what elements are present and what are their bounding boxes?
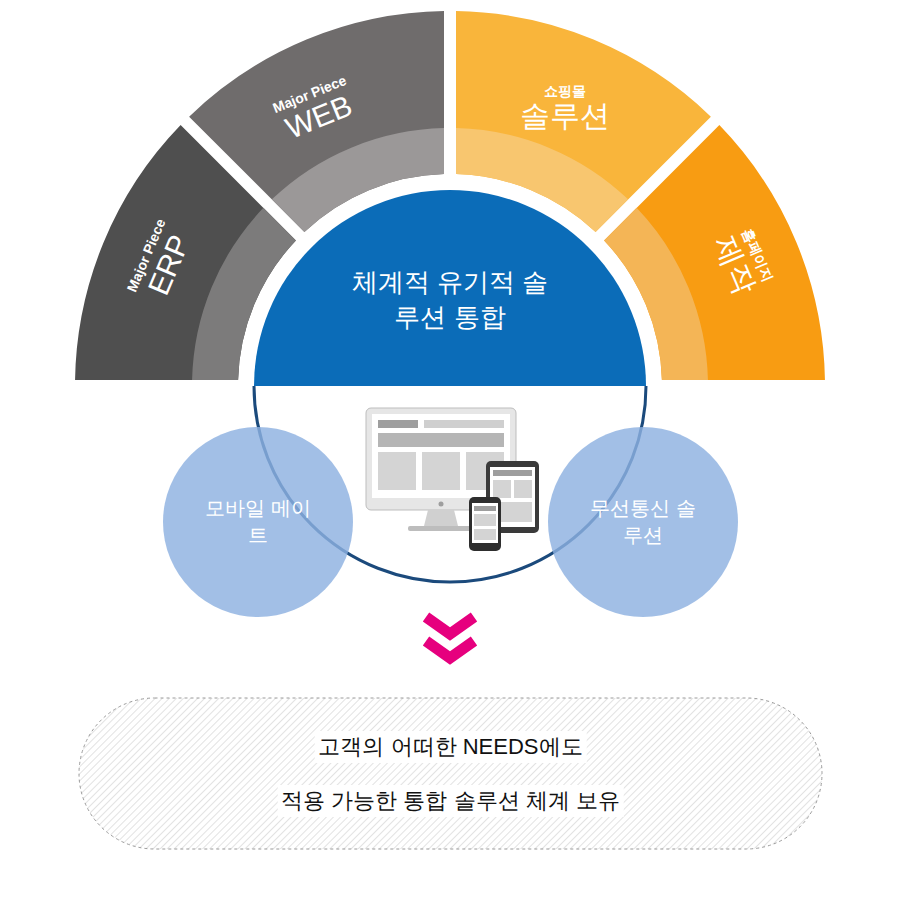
screen-block: [378, 433, 504, 447]
hub-half: [254, 190, 646, 386]
screen-block: [422, 452, 460, 490]
label-group: 쇼핑몰솔루션: [520, 83, 610, 134]
screen-block: [474, 506, 496, 511]
result-box-shape: [78, 697, 823, 850]
screen-block: [474, 529, 496, 540]
pill-shape: [79, 698, 822, 849]
result-line: 적용 가능한 통합 솔루션 체계 보유: [277, 785, 624, 817]
screen-block: [514, 480, 532, 498]
down-chevrons: [426, 617, 474, 658]
device-illustration: [366, 408, 539, 551]
node-label: 체계적 유기적 솔루션 통합: [350, 265, 550, 335]
monitor-button: [439, 502, 444, 507]
screen-block: [378, 452, 416, 490]
mobile-mate-circle: 모바일 메이트: [163, 427, 353, 617]
segment-caption: 쇼핑몰: [544, 83, 586, 99]
label-group: 고객의 어떠한 NEEDS에도적용 가능한 통합 솔루션 체계 보유: [277, 731, 624, 817]
screen-block: [493, 480, 511, 498]
chevron: [426, 641, 474, 658]
phone-body: [469, 497, 501, 551]
wireless-solution-circle: 무선통신 솔루션: [548, 427, 738, 617]
phone-screen: [472, 503, 498, 543]
label-group: 무선통신 솔루션: [588, 495, 698, 549]
screen-block: [378, 420, 418, 428]
circle-shape: [163, 427, 353, 617]
screen-block: [474, 514, 496, 526]
result-box: 고객의 어떠한 NEEDS에도적용 가능한 통합 솔루션 체계 보유: [78, 697, 823, 850]
mobile-mate-circle-shape: [163, 427, 353, 617]
monitor-base: [408, 526, 474, 531]
result-line: 고객의 어떠한 NEEDS에도: [314, 731, 586, 763]
node-label: 무선통신 솔루션: [588, 495, 698, 549]
wireless-solution-circle-shape: [548, 427, 738, 617]
label-group: 체계적 유기적 솔루션 통합: [350, 265, 550, 335]
monitor-stand: [424, 510, 458, 526]
circle-shape: [548, 427, 738, 617]
node-label: 모바일 메이트: [203, 495, 313, 549]
chevron: [426, 617, 474, 634]
screen-block: [493, 470, 532, 476]
monitor-body: [366, 408, 516, 510]
segment-title: 솔루션: [520, 99, 610, 134]
label-group: 모바일 메이트: [203, 495, 313, 549]
screen-block: [424, 420, 504, 428]
